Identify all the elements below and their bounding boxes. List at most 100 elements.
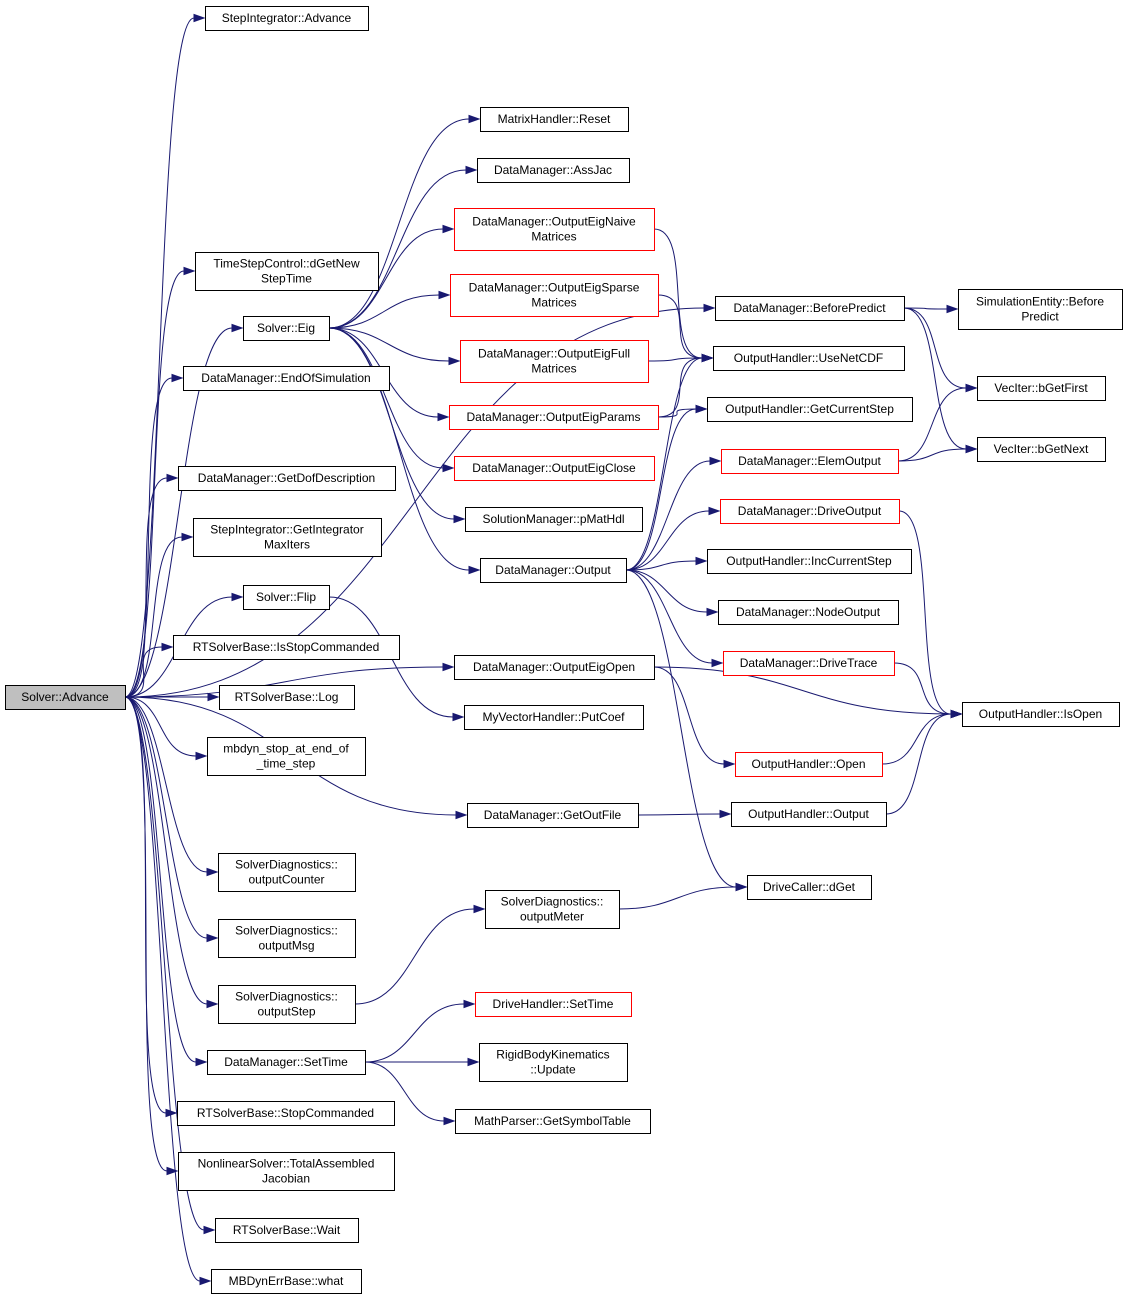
node-box — [721, 449, 899, 474]
node-dm-output[interactable]: DataManager::Output — [480, 558, 627, 583]
call-edge-arrowhead — [468, 114, 481, 124]
node-label: DataManager::DriveTrace — [740, 656, 878, 670]
call-edge — [354, 908, 475, 1005]
call-edge-arrowhead — [442, 662, 455, 672]
node-sd-outputmsg[interactable]: SolverDiagnostics::outputMsg — [218, 919, 356, 958]
node-rts-isstopcmd[interactable]: RTSolverBase::IsStopCommanded — [173, 635, 400, 660]
node-sd-outputcounter[interactable]: SolverDiagnostics::outputCounter — [218, 853, 356, 892]
node-vi-bgetfirst[interactable]: VecIter::bGetFirst — [977, 376, 1106, 401]
node-dm-assjac[interactable]: DataManager::AssJac — [477, 158, 630, 183]
node-rbk-update[interactable]: RigidBodyKinematics::Update — [479, 1043, 628, 1082]
node-dm-endofsim[interactable]: DataManager::EndOfSimulation — [183, 366, 390, 391]
node-mvh-putcoef[interactable]: MyVectorHandler::PutCoef — [464, 705, 644, 730]
node-label: DataManager::BeforePredict — [733, 301, 886, 315]
node-box — [707, 549, 912, 574]
call-edge-arrowhead — [709, 456, 722, 466]
node-label: DataManager::ElemOutput — [738, 454, 881, 468]
node-box — [205, 6, 369, 31]
node-sd-outputstep[interactable]: SolverDiagnostics::outputStep — [218, 985, 356, 1024]
node-stepint-advance[interactable]: StepIntegrator::Advance — [205, 6, 369, 31]
call-edge — [124, 536, 183, 698]
call-edge — [124, 696, 197, 757]
node-dm-outeigparams[interactable]: DataManager::OutputEigParams — [449, 405, 659, 430]
node-label: DriveCaller::dGet — [763, 880, 856, 894]
call-edge — [124, 666, 444, 698]
node-sd-outputmeter[interactable]: SolverDiagnostics::outputMeter — [485, 890, 620, 929]
node-rts-wait[interactable]: RTSolverBase::Wait — [215, 1218, 359, 1243]
node-label: Solver::Eig — [257, 321, 315, 335]
call-edge — [124, 377, 173, 698]
node-solver-eig[interactable]: Solver::Eig — [243, 316, 330, 341]
node-dm-drivetrace[interactable]: DataManager::DriveTrace — [723, 651, 895, 676]
node-label: DataManager::Output — [495, 563, 611, 577]
node-dc-dget[interactable]: DriveCaller::dGet — [747, 875, 872, 900]
node-box — [218, 985, 356, 1024]
node-rts-log[interactable]: RTSolverBase::Log — [219, 685, 355, 710]
node-oh-open[interactable]: OutputHandler::Open — [735, 752, 883, 777]
call-edge-arrowhead — [703, 303, 716, 313]
node-mbdynerr-what[interactable]: MBDynErrBase::what — [211, 1269, 362, 1294]
node-dm-driveoutput[interactable]: DataManager::DriveOutput — [720, 499, 900, 524]
node-box — [477, 158, 630, 183]
call-edge — [124, 696, 208, 873]
node-solver-flip[interactable]: Solver::Flip — [243, 585, 330, 610]
node-label: DataManager::OutputEigClose — [472, 461, 636, 475]
call-edge-arrowhead — [183, 266, 196, 276]
node-dm-getdofdesc[interactable]: DataManager::GetDofDescription — [178, 466, 396, 491]
node-sm-pmathdl[interactable]: SolutionManager::pMatHdl — [465, 507, 643, 532]
node-dm-beforepredict[interactable]: DataManager::BeforePredict — [715, 296, 905, 321]
node-mh-reset[interactable]: MatrixHandler::Reset — [480, 107, 629, 132]
call-edge — [637, 813, 721, 816]
call-edge — [903, 307, 967, 450]
node-label: OutputHandler::UseNetCDF — [734, 351, 883, 365]
node-label: Solver::Advance — [21, 690, 109, 704]
node-dm-elemoutput[interactable]: DataManager::ElemOutput — [721, 449, 899, 474]
call-edge-arrowhead — [171, 373, 184, 383]
node-rts-stopcmd[interactable]: RTSolverBase::StopCommanded — [177, 1101, 395, 1126]
node-oh-getcurstep[interactable]: OutputHandler::GetCurrentStep — [707, 397, 913, 422]
call-edge-arrowhead — [468, 565, 481, 575]
node-mbdyn-stop[interactable]: mbdyn_stop_at_end_of_time_step — [207, 737, 366, 776]
call-edge-arrowhead — [206, 933, 219, 943]
node-box — [454, 456, 655, 481]
call-edge — [657, 294, 703, 359]
call-edge — [625, 408, 697, 571]
node-dm-getoutfile[interactable]: DataManager::GetOutFile — [467, 803, 639, 828]
call-edge — [653, 666, 725, 765]
node-dm-outeigopen[interactable]: DataManager::OutputEigOpen — [454, 655, 655, 680]
call-edge-arrowhead — [231, 323, 244, 333]
node-box — [731, 802, 887, 827]
node-dm-settime[interactable]: DataManager::SetTime — [207, 1050, 366, 1075]
node-oh-inccurstep[interactable]: OutputHandler::IncCurrentStep — [707, 549, 912, 574]
node-box — [707, 397, 913, 422]
node-oh-isopen[interactable]: OutputHandler::IsOpen — [962, 702, 1120, 727]
node-oh-output[interactable]: OutputHandler::Output — [731, 802, 887, 827]
call-edge-arrowhead — [438, 290, 451, 300]
call-edge — [124, 696, 168, 1172]
node-label: DataManager::EndOfSimulation — [201, 371, 370, 385]
node-label: VecIter::bGetFirst — [994, 381, 1088, 395]
call-edge — [328, 118, 470, 329]
node-box — [454, 655, 655, 680]
node-dm-nodeoutput[interactable]: DataManager::NodeOutput — [718, 600, 899, 625]
call-edge-arrowhead — [448, 356, 461, 366]
call-edge — [647, 357, 703, 362]
node-mp-getsymtab[interactable]: MathParser::GetSymbolTable — [455, 1109, 651, 1134]
call-edge — [124, 696, 208, 1005]
call-edge — [897, 387, 967, 462]
node-dm-outeigclose[interactable]: DataManager::OutputEigClose — [454, 456, 655, 481]
node-se-beforepredict[interactable]: SimulationEntity::BeforePredict — [958, 289, 1123, 330]
call-edge-arrowhead — [465, 165, 478, 175]
node-label: DataManager::OutputEigParams — [466, 410, 640, 424]
node-vi-bgetnext[interactable]: VecIter::bGetNext — [977, 437, 1106, 462]
node-box — [454, 208, 655, 251]
call-edge — [328, 228, 444, 329]
node-oh-usenetcdf[interactable]: OutputHandler::UseNetCDF — [713, 346, 905, 371]
node-dh-settime[interactable]: DriveHandler::SetTime — [475, 992, 632, 1017]
